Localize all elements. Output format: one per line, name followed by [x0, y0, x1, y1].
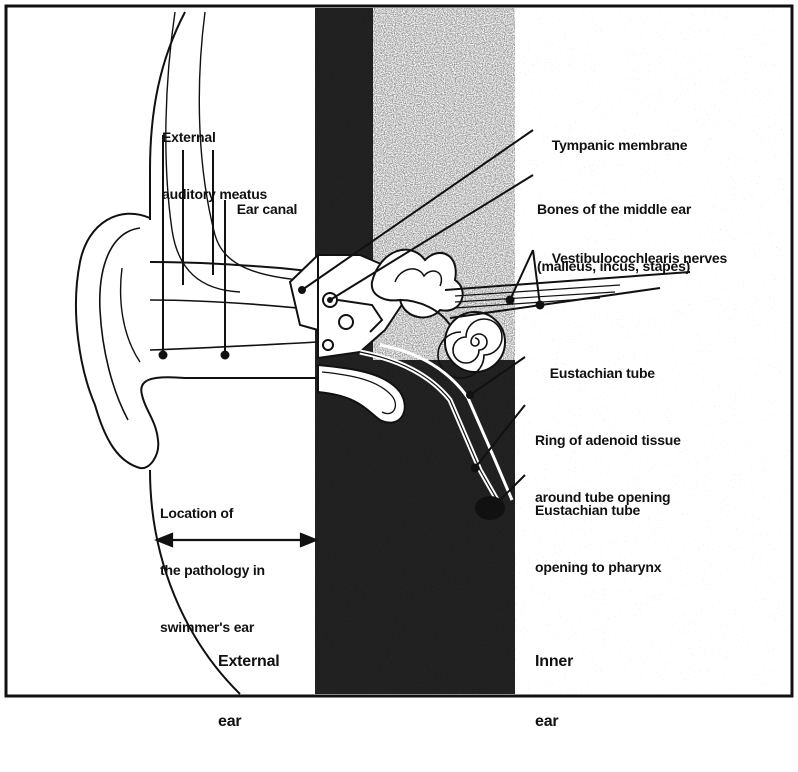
label-external-ear: External ear	[218, 612, 280, 772]
label-meatus-line-1: External	[162, 128, 267, 147]
ossicle-stapes	[323, 340, 333, 350]
dot-meatus	[159, 351, 168, 360]
label-inner-ear-line-1: Inner	[535, 652, 573, 672]
label-adenoid-line-1: Ring of adenoid tissue	[535, 431, 681, 450]
label-bones-line-1: Bones of the middle ear	[537, 200, 691, 219]
label-nerves-text: Vestibulocochlearis nerves	[552, 250, 727, 266]
label-eustachian-text: Eustachian tube	[550, 365, 655, 381]
label-ear-canal-text: Ear canal	[237, 201, 297, 217]
ear-anatomy-drawing	[0, 0, 798, 702]
dot-tympanic	[298, 286, 306, 294]
label-ear-canal: Ear canal	[222, 181, 297, 238]
label-external-ear-line-2: ear	[218, 712, 280, 732]
dot-bones	[327, 297, 333, 303]
ear-anatomy-diagram: External auditory meatus Ear canal Tympa…	[0, 0, 798, 702]
label-pathology-line-1: Location of	[160, 504, 265, 523]
label-opening-line-2: opening to pharynx	[535, 558, 661, 577]
ossicle-incus	[339, 315, 353, 329]
dot-adenoid	[471, 464, 480, 473]
label-opening-line-1: Eustachian tube	[535, 501, 661, 520]
dot-ear-canal	[221, 351, 230, 360]
label-eustachian-opening: Eustachian tube opening to pharynx	[535, 463, 661, 615]
label-inner-ear: Inner ear	[535, 612, 573, 772]
label-external-ear-line-1: External	[218, 652, 280, 672]
dot-eustachian	[466, 391, 474, 399]
label-tympanic-text: Tympanic membrane	[552, 137, 688, 153]
dot-nerve-a	[506, 296, 515, 305]
label-vestibulocochlearis-nerves: Vestibulocochlearis nerves	[537, 230, 727, 287]
label-inner-ear-line-2: ear	[535, 712, 573, 732]
label-pathology-line-2: the pathology in	[160, 561, 265, 580]
